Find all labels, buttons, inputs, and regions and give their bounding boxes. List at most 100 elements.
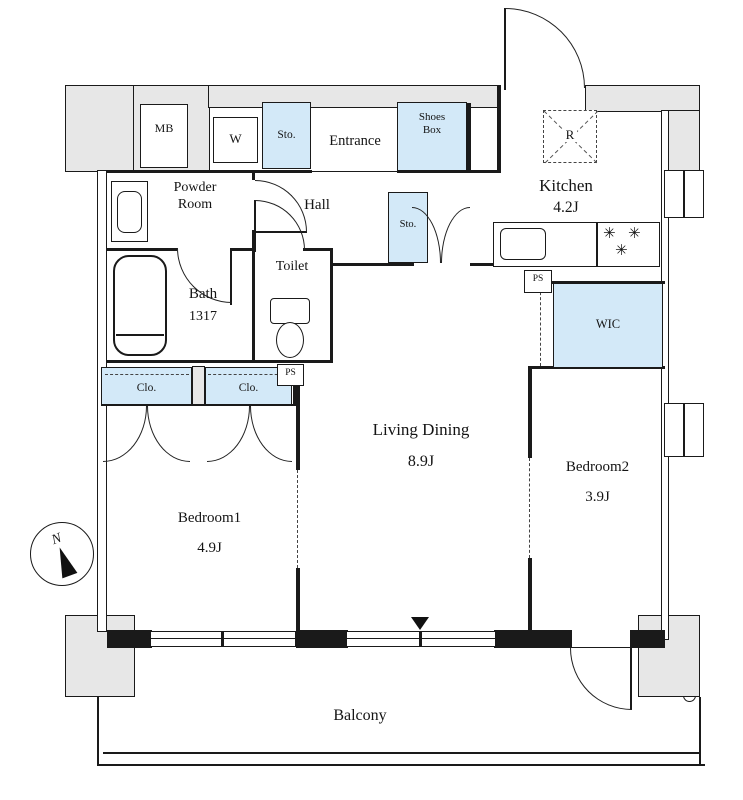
- wall-segment: [107, 248, 177, 251]
- wall-bedroom1-east: [296, 568, 300, 632]
- window-mullion: [419, 631, 422, 647]
- wall-column-bottom-right: [638, 615, 700, 697]
- toilet-tank: [270, 298, 310, 324]
- vanity-basin: [117, 191, 142, 233]
- room-label-bedroom2: Bedroom2: [565, 459, 630, 475]
- stove-divider: [596, 222, 598, 267]
- room-label-living-dining: Living Dining: [372, 420, 470, 439]
- room-label-clo-left: Clo.: [136, 382, 157, 394]
- room-label-wic: WIC: [595, 317, 621, 331]
- entrance-door-arc: [505, 8, 585, 88]
- wall-stub: [470, 263, 496, 266]
- room-label-shoes-box: Shoes Box: [418, 111, 446, 137]
- wall-bedroom1-east: [296, 404, 300, 470]
- meter-box: [140, 104, 188, 168]
- room-label-fridge: R: [543, 127, 597, 143]
- room-label-entrance: Entrance: [329, 133, 381, 149]
- room-size-kitchen: 4.2J: [553, 199, 579, 216]
- closet-door-arc: [103, 406, 147, 462]
- room-label-mb: MB: [154, 121, 174, 135]
- closet-left: [101, 367, 192, 405]
- sliding-door-bedroom2: [529, 458, 531, 558]
- label-ps-toilet: PS: [285, 368, 296, 378]
- pipe-space-kitchen: [524, 270, 552, 293]
- wall-bedroom2-west: [528, 368, 532, 458]
- bathtub: [113, 255, 167, 356]
- wall-pier-between-closets: [192, 366, 205, 406]
- closet-pole-line: [208, 374, 288, 375]
- bathtub-deck-line: [116, 334, 164, 336]
- wall-stub: [293, 366, 300, 406]
- wall-kitchen-west: [497, 85, 501, 173]
- wall-column-top-left: [65, 85, 135, 172]
- exterior-wall-right: [661, 110, 669, 640]
- wall-segment: [397, 170, 501, 173]
- balcony-door-threshold: [570, 647, 632, 648]
- storage-entrance: [262, 102, 311, 169]
- compass-needle-group: N: [21, 513, 103, 595]
- wall-bottom-chunk: [630, 630, 665, 648]
- room-label-powder-room: Powder Room: [173, 180, 217, 213]
- compass-needle-icon: [51, 544, 78, 578]
- sliding-door-wic: [540, 287, 542, 366]
- room-label-bath: Bath: [188, 286, 218, 302]
- closet-door-arc: [147, 406, 190, 462]
- wall-bottom-chunk: [107, 630, 152, 648]
- wall-bedroom2-west: [528, 558, 532, 632]
- room-label-bedroom1: Bedroom1: [177, 510, 242, 526]
- wall-segment: [107, 170, 312, 173]
- room-label-balcony: Balcony: [333, 707, 387, 724]
- balcony-left-edge: [97, 697, 99, 766]
- wall-segment: [252, 172, 255, 180]
- room-label-sto-hall: Sto.: [399, 219, 417, 230]
- room-label-hall: Hall: [304, 197, 330, 213]
- wall-hall-south: [332, 263, 414, 266]
- room-label-sto-entrance: Sto.: [277, 129, 296, 141]
- room-size-bath: 1317: [189, 309, 217, 324]
- wall-closet-south: [101, 404, 297, 406]
- washer-pan: [213, 117, 258, 163]
- wall-bath-south: [107, 360, 333, 363]
- wall-segment: [232, 248, 254, 251]
- stove-burner-icon: ✳: [603, 224, 616, 242]
- kitchen-sink: [500, 228, 546, 260]
- room-size-bedroom1: 4.9J: [197, 540, 222, 556]
- wall-toilet-north: [303, 248, 333, 251]
- wall-bottom-chunk: [494, 630, 532, 648]
- stove-burner-icon: ✳: [615, 241, 628, 259]
- label-ps-kitchen: PS: [532, 274, 544, 284]
- balcony-inner-rail: [103, 752, 701, 754]
- wall-toilet-east: [330, 250, 333, 362]
- room-size-bedroom2: 3.9J: [585, 489, 610, 505]
- balcony-right-edge: [699, 697, 701, 766]
- compass-circle: [30, 522, 94, 586]
- toilet-bowl: [276, 322, 304, 358]
- pipe-space-toilet: [277, 364, 304, 386]
- wall-bottom-chunk: [296, 630, 348, 648]
- shoes-box: [397, 102, 467, 171]
- wall-bottom-chunk: [530, 630, 572, 648]
- room-size-living-dining: 8.9J: [407, 453, 435, 470]
- entrance-step-line: [312, 171, 397, 172]
- wall-wic-north: [524, 281, 665, 284]
- window-glass-line: [683, 170, 685, 218]
- hall-double-door-arc-left: [412, 207, 441, 263]
- balcony-door-arc: [570, 648, 632, 710]
- room-label-toilet: Toilet: [275, 259, 309, 274]
- room-label-washer: W: [229, 131, 242, 146]
- hall-double-door-arc-right: [441, 207, 470, 263]
- stove-burner-icon: ✳: [628, 224, 641, 242]
- window-glass-line: [683, 403, 685, 457]
- wall-band-top-right: [585, 85, 700, 112]
- room-label-clo-right: Clo.: [238, 382, 259, 394]
- closet-pole-line: [105, 374, 189, 375]
- wall-segment: [252, 230, 255, 362]
- entry-direction-marker: [411, 617, 429, 630]
- walk-in-closet: [553, 283, 663, 368]
- balcony-outer-rail: [97, 764, 705, 766]
- compass: N: [30, 522, 94, 586]
- room-label-kitchen: Kitchen: [539, 176, 593, 195]
- window-mullion: [221, 631, 224, 647]
- closet-door-arc: [250, 406, 292, 462]
